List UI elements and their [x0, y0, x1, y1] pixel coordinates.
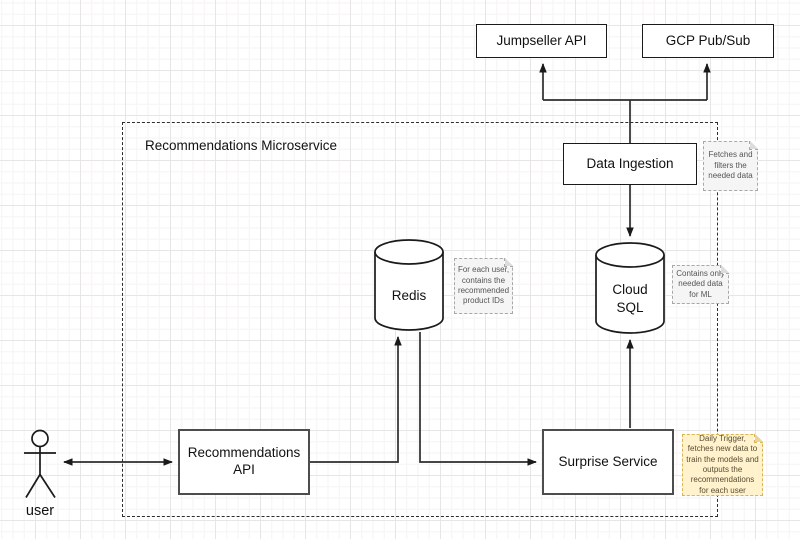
- node-recommendations-api[interactable]: Recommendations API: [178, 429, 310, 495]
- node-redis-database[interactable]: Redis: [374, 239, 444, 331]
- note-redis[interactable]: For each user, contains the recommended …: [454, 258, 513, 314]
- user-actor-label: user: [25, 503, 55, 519]
- node-label: Cloud SQL: [612, 282, 648, 315]
- node-jumpseller-api[interactable]: Jumpseller API: [476, 24, 607, 58]
- node-gcp-pubsub[interactable]: GCP Pub/Sub: [642, 24, 774, 58]
- note-text: Contains only needed data for ML: [676, 268, 725, 299]
- note-text: For each user, contains the recommended …: [457, 265, 510, 306]
- node-label: Surprise Service: [558, 453, 658, 469]
- note-text: Fetches and filters the needed data: [708, 150, 753, 181]
- user-actor-icon[interactable]: [24, 429, 56, 498]
- node-data-ingestion[interactable]: Data Ingestion: [563, 143, 697, 185]
- node-cloud-sql-database[interactable]: Cloud SQL: [595, 242, 665, 334]
- node-label: Data Ingestion: [586, 155, 674, 171]
- note-surprise-service[interactable]: Daily Trigger, fetches new data to train…: [682, 434, 763, 496]
- boundary-title: Recommendations Microservice: [145, 138, 338, 153]
- note-cloud-sql[interactable]: Contains only needed data for ML: [672, 265, 729, 304]
- node-surprise-service[interactable]: Surprise Service: [542, 429, 674, 495]
- node-label: GCP Pub/Sub: [665, 32, 751, 48]
- note-text: Daily Trigger, fetches new data to train…: [686, 433, 759, 495]
- node-label: Jumpseller API: [496, 32, 587, 48]
- node-label: Redis: [391, 288, 427, 304]
- microservice-boundary[interactable]: Recommendations Microservice: [122, 122, 718, 517]
- database-cylinder-icon: [374, 239, 444, 331]
- note-data-ingestion[interactable]: Fetches and filters the needed data: [703, 141, 758, 191]
- database-cylinder-icon: [595, 242, 665, 334]
- node-label: Recommendations API: [187, 445, 301, 477]
